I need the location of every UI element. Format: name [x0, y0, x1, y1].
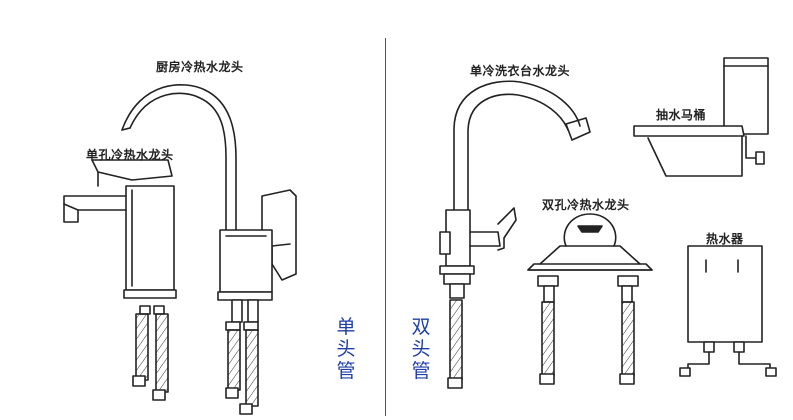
label-single-hole-faucet: 单孔冷热水龙头 [86, 148, 174, 162]
side-char: 管 [336, 360, 356, 382]
water-heater-drawing [679, 245, 777, 377]
section-divider [385, 38, 386, 416]
side-char: 头 [411, 338, 431, 360]
kitchen-faucet-drawing [121, 84, 297, 301]
label-water-heater: 热水器 [706, 232, 744, 246]
kitchen-hoses [225, 299, 259, 415]
single-hole-faucet-drawing [63, 159, 177, 299]
laundry-sink-faucet-drawing [439, 80, 591, 389]
side-char: 单 [336, 316, 356, 338]
label-kitchen-faucet: 厨房冷热水龙头 [156, 60, 244, 74]
side-char: 头 [336, 338, 356, 360]
single-hole-hoses [132, 305, 169, 401]
side-char: 双 [411, 316, 431, 338]
toilet-drawing [633, 57, 769, 177]
side-char: 管 [411, 360, 431, 382]
label-laundry-sink-faucet: 单冷洗衣台水龙头 [470, 64, 571, 78]
side-label-double-tube: 双 头 管 [410, 316, 432, 382]
double-hole-faucet-drawing [527, 213, 653, 385]
label-toilet: 抽水马桶 [656, 108, 707, 122]
label-double-hole-faucet: 双孔冷热水龙头 [542, 198, 630, 212]
side-label-single-tube: 单 头 管 [335, 316, 357, 382]
